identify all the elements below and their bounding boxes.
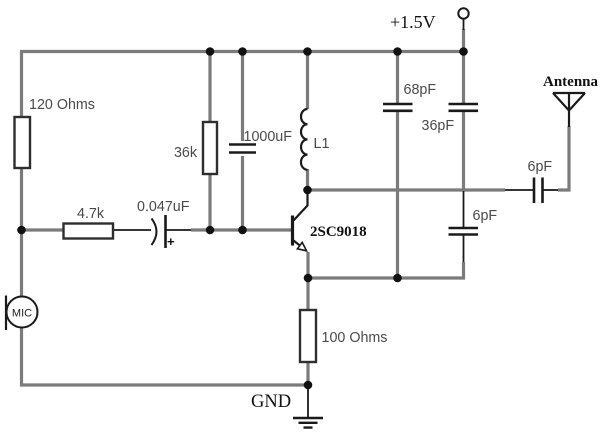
inductor-l1-label: L1 [314, 136, 330, 152]
resistor-100-label: 100 Ohms [322, 330, 388, 346]
junction-dot [303, 47, 312, 56]
mic-circle [5, 295, 39, 329]
labels: 120 Ohms 36k 1000uF L1 4.7k 0.047uF + 68… [12, 12, 599, 412]
ground-icon [293, 416, 323, 429]
resistor-47k-body [62, 222, 115, 240]
antenna-icon [552, 91, 586, 127]
junction-dot [393, 47, 402, 56]
supply-voltage-label: +1.5V [390, 12, 436, 32]
capacitor-047uf-polarity: + [167, 234, 175, 249]
c36pf-plates [448, 102, 478, 113]
junction-dot [303, 380, 313, 390]
c6pf-antenna-plates [532, 177, 544, 203]
transistor-emitter-arrow [296, 240, 308, 252]
resistor-36k-label: 36k [174, 145, 198, 161]
capacitor-36pf-label: 36pF [422, 118, 455, 134]
junction-dot [205, 47, 215, 56]
transistor-part-label: 2SC9018 [310, 224, 367, 240]
junction-dot [393, 273, 402, 283]
junction-dot [459, 47, 468, 56]
junction-dot [17, 225, 26, 235]
resistor-100-body [298, 308, 318, 364]
transistor-symbol [290, 190, 309, 252]
mic-symbol [4, 295, 39, 330]
junction-dot [303, 273, 313, 283]
supply-terminal-icon [457, 7, 470, 20]
wire-emitter-node [308, 262, 466, 280]
ground-label: GND [251, 392, 291, 412]
resistor-120-body [13, 115, 32, 170]
junction-dot [205, 225, 215, 235]
resistor-47k-label: 4.7k [77, 206, 105, 222]
wire-antenna-drop [558, 126, 571, 192]
junction-dot [238, 225, 247, 235]
inductor-coil [299, 107, 308, 171]
resistor-120-label: 120 Ohms [29, 97, 95, 113]
capacitor-6pf-emitter-label: 6pF [473, 208, 498, 224]
mic-label: MIC [12, 308, 32, 320]
junction-dot [303, 185, 312, 195]
capacitor-1000uf-label: 1000uF [244, 129, 293, 145]
c6pf-emitter-plates [448, 226, 478, 236]
antenna-label: Antenna [543, 74, 599, 90]
capacitor-plates [164, 102, 544, 248]
resistor-bodies [13, 115, 318, 364]
capacitor-68pf-label: 68pF [404, 82, 437, 98]
resistor-36k-body [201, 120, 219, 176]
junction-dots [17, 47, 468, 390]
c047uf-curved-plate [150, 217, 158, 246]
c1000uf-plates [229, 143, 256, 154]
junction-dot [238, 47, 247, 56]
capacitor-047uf-label: 0.047uF [137, 199, 190, 215]
capacitor-6pf-antenna-label: 6pF [528, 159, 553, 175]
capacitor-leads [114, 19, 558, 418]
transistor-collector-lead [292, 190, 309, 222]
c68pf-plates [383, 102, 413, 113]
components [4, 7, 586, 429]
